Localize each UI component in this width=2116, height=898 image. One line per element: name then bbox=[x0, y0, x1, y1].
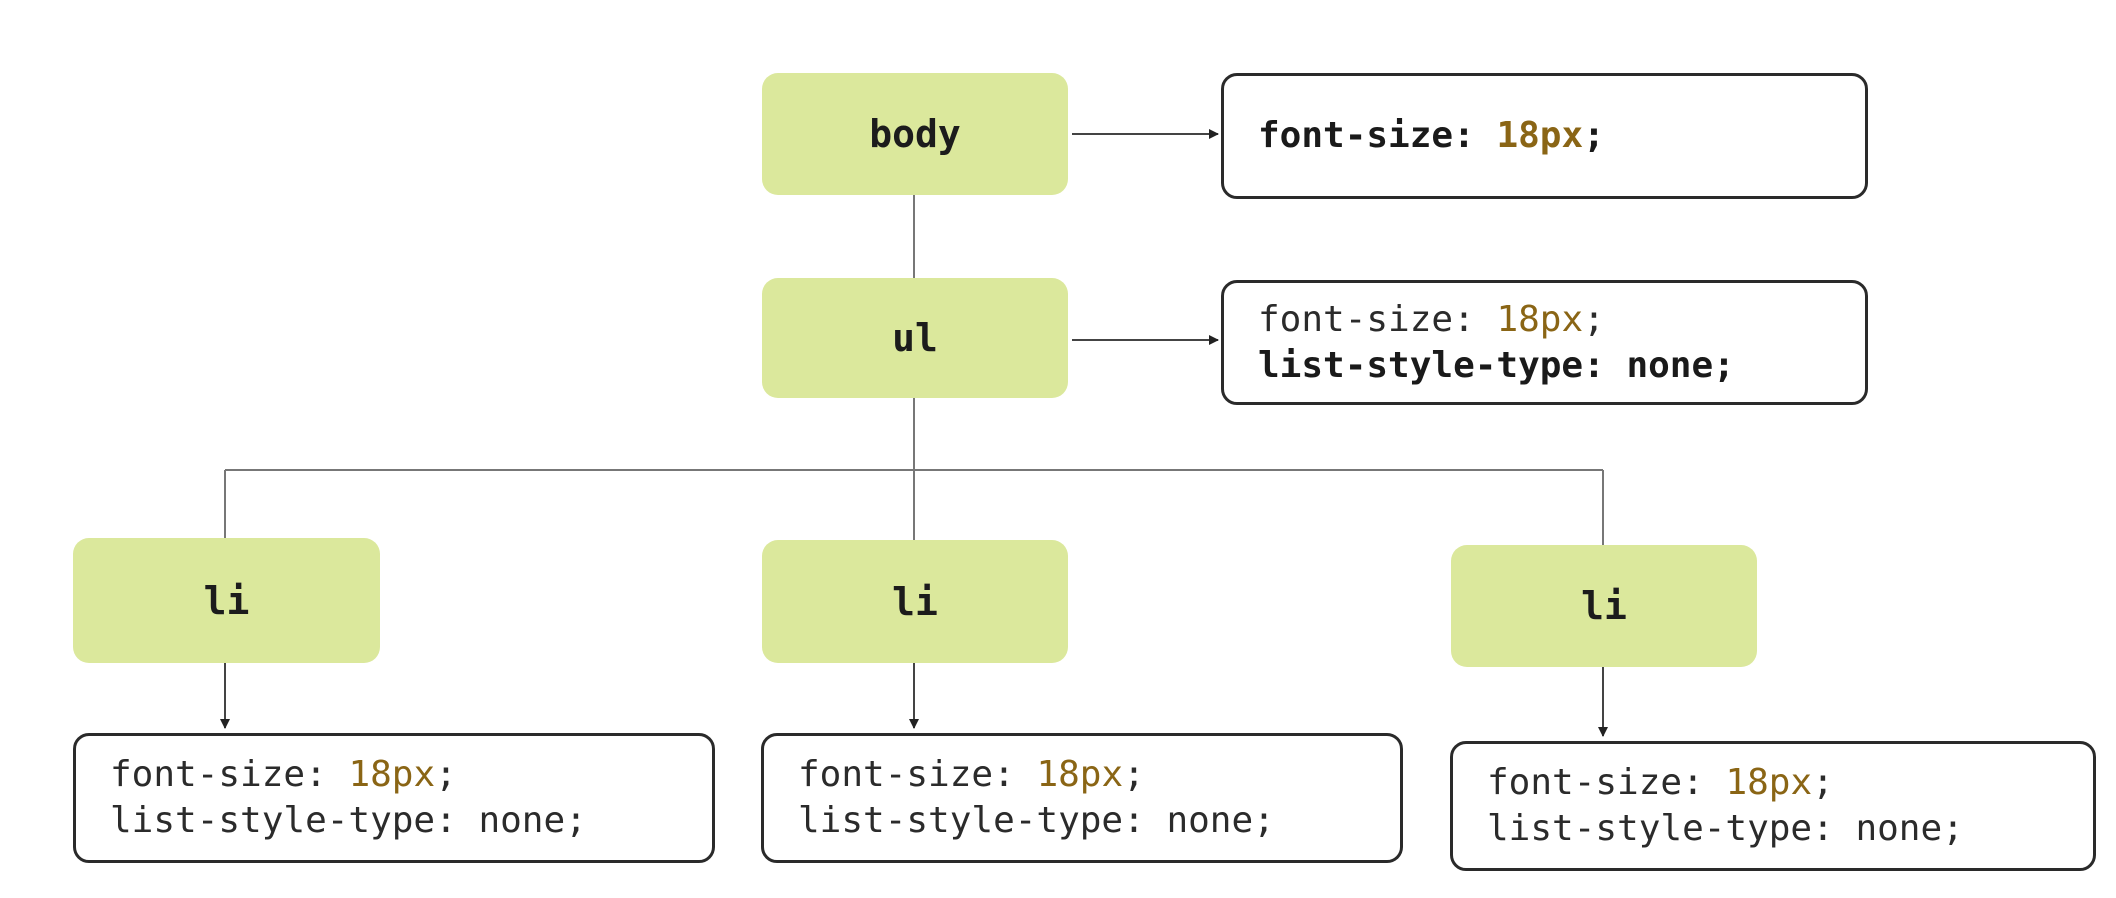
rule-box-li-3: font-size: 18px; list-style-type: none; bbox=[1450, 741, 2096, 871]
rule-line-list-style-type: list-style-type: none; bbox=[1258, 344, 1735, 386]
node-li-3: li bbox=[1451, 545, 1757, 667]
rule-line-font-size: font-size: 18px; bbox=[1258, 115, 1605, 156]
rule-line-font-size: font-size: 18px; bbox=[110, 754, 457, 795]
rule-line-list-style-type: list-style-type: none; bbox=[110, 800, 587, 841]
rule-line-list-style-type: list-style-type: none; bbox=[798, 800, 1275, 841]
rule-line-font-size: font-size: 18px; bbox=[1258, 298, 1605, 340]
rule-box-li-2: font-size: 18px; list-style-type: none; bbox=[761, 733, 1403, 863]
rule-line-font-size: font-size: 18px; bbox=[1487, 762, 1834, 803]
rule-box-ul: font-size: 18px; list-style-type: none; bbox=[1221, 280, 1868, 405]
rule-line-font-size: font-size: 18px; bbox=[798, 754, 1145, 795]
rule-line-list-style-type: list-style-type: none; bbox=[1487, 808, 1964, 849]
rule-box-li-1: font-size: 18px; list-style-type: none; bbox=[73, 733, 715, 863]
node-li-2: li bbox=[762, 540, 1068, 663]
node-ul: ul bbox=[762, 278, 1068, 398]
rule-box-body: font-size: 18px; bbox=[1221, 73, 1868, 199]
node-body: body bbox=[762, 73, 1068, 195]
node-li-1: li bbox=[73, 538, 380, 663]
